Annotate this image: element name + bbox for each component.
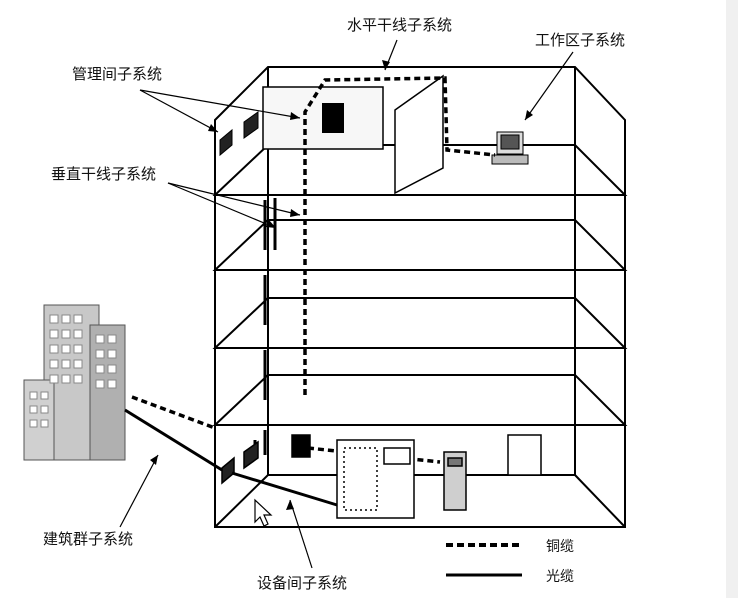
legend-copper-label: 铜缆: [546, 539, 574, 555]
right-edge-strip: [726, 0, 738, 598]
mouse-cursor-icon: [254, 498, 273, 527]
management-subsystem-label: 管理间子系统: [72, 65, 163, 83]
campus-subsystem-label: 建筑群子系统: [43, 530, 134, 548]
workstation-computer: [491, 131, 529, 165]
fiber-backbone: [253, 198, 277, 460]
horizontal-subsystem-label: 水平干线子系统: [347, 16, 453, 34]
arrow-heads: [150, 60, 533, 510]
wall-panels-top: [219, 111, 259, 157]
annotation-arrows: [119, 39, 574, 569]
workarea-subsystem-label: 工作区子系统: [535, 31, 626, 49]
legend-fiber-label: 光缆: [546, 569, 574, 585]
fiber-campus-link: [124, 408, 223, 472]
management-cabinet-top: [322, 103, 344, 133]
fiber-to-equipment: [231, 471, 338, 507]
campus-building-cluster: [23, 304, 126, 461]
copper-cabling: [131, 76, 496, 464]
vertical-subsystem-label: 垂直干线子系统: [51, 165, 157, 183]
top-floor-room: [262, 74, 444, 195]
equipment-room: [221, 434, 542, 519]
equipment-room-subsystem-label: 设备间子系统: [257, 574, 348, 592]
